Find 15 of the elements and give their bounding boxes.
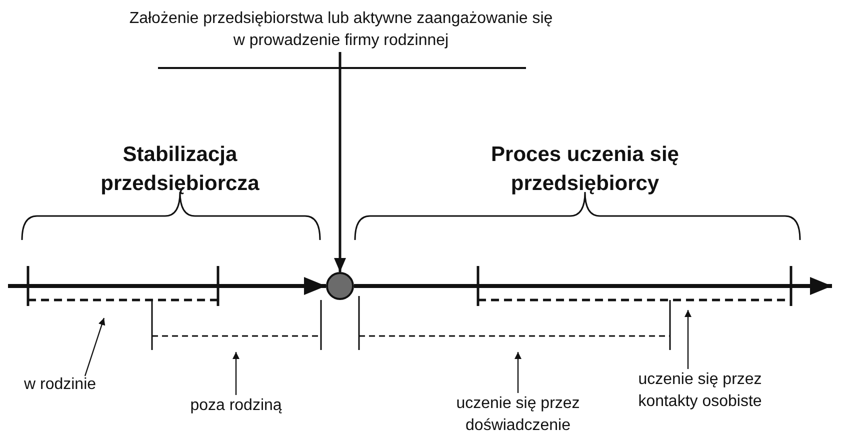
event-circle (326, 272, 354, 300)
leader-line (514, 352, 522, 393)
heading-text: Założenie przedsiębiorstwa lub aktywne zaangażowanie się w prowadzenie firmy rodzinnej (127, 8, 555, 52)
section-heading: Proces uczenia się przedsiębiorcy (490, 142, 680, 197)
leader-line (84, 318, 106, 376)
leader-line (684, 310, 692, 369)
note-text: uczenie się przez doświadczenie (440, 393, 596, 437)
leader-line (232, 352, 240, 395)
arrow (334, 52, 346, 272)
note-text: poza rodziną (176, 395, 296, 417)
section-heading: Stabilizacja przedsiębiorcza (100, 142, 260, 197)
note-text: w rodzinie (10, 374, 110, 396)
timeline-arrow (354, 277, 832, 295)
timeline-arrow (8, 277, 326, 295)
note-text: uczenie się przez kontakty osobiste (625, 369, 775, 413)
